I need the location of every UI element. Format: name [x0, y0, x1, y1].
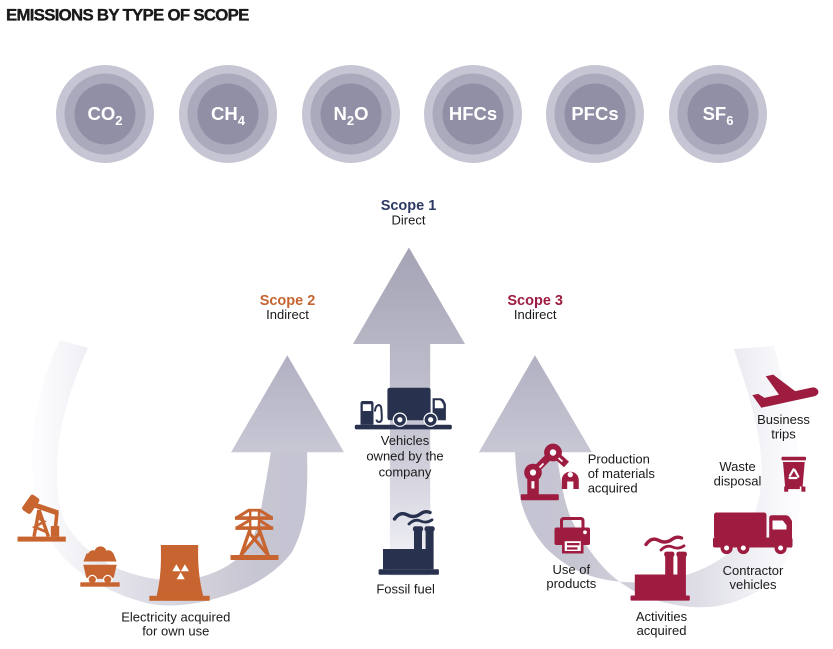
svg-text:Activities: Activities: [636, 609, 688, 624]
svg-text:Production: Production: [588, 452, 650, 467]
svg-text:Business: Business: [757, 412, 810, 427]
svg-text:Direct: Direct: [392, 213, 426, 228]
svg-text:EMISSIONS BY TYPE OF SCOPE: EMISSIONS BY TYPE OF SCOPE: [6, 5, 249, 24]
svg-text:vehicles: vehicles: [730, 577, 777, 592]
svg-text:Indirect: Indirect: [266, 307, 309, 322]
svg-text:Vehicles: Vehicles: [381, 433, 430, 448]
svg-text:Indirect: Indirect: [514, 307, 557, 322]
svg-text:Waste: Waste: [719, 459, 755, 474]
svg-text:owned by the: owned by the: [366, 449, 443, 464]
svg-text:Scope 2: Scope 2: [260, 293, 316, 309]
svg-text:products: products: [546, 576, 596, 591]
svg-text:Electricity acquired: Electricity acquired: [121, 610, 230, 625]
svg-text:of materials: of materials: [588, 466, 656, 481]
svg-text:for own use: for own use: [142, 624, 209, 639]
svg-text:Contractor: Contractor: [723, 563, 784, 578]
svg-text:Scope 1: Scope 1: [381, 198, 437, 214]
svg-text:Use of: Use of: [553, 562, 591, 577]
svg-text:Scope 3: Scope 3: [507, 293, 563, 309]
svg-text:disposal: disposal: [714, 473, 762, 488]
svg-text:HFCs: HFCs: [449, 103, 497, 124]
svg-text:acquired: acquired: [637, 623, 687, 638]
svg-text:PFCs: PFCs: [571, 103, 618, 124]
svg-text:company: company: [379, 464, 432, 479]
svg-text:Fossil fuel: Fossil fuel: [376, 582, 435, 597]
svg-text:acquired: acquired: [588, 481, 638, 496]
svg-text:trips: trips: [771, 427, 796, 442]
